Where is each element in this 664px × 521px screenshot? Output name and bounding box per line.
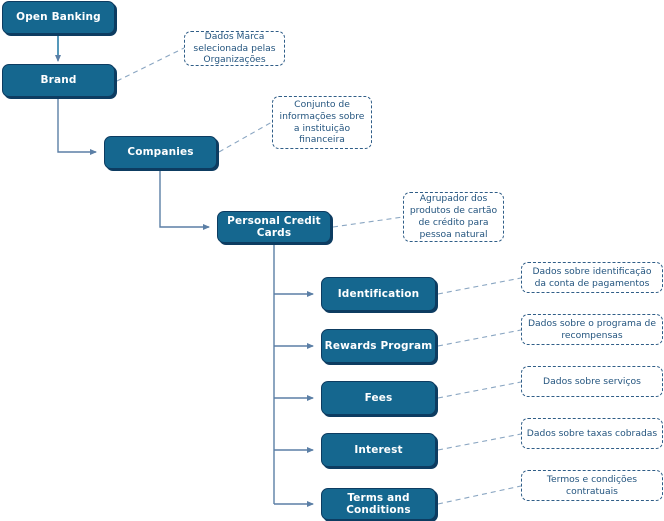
- node-brand[interactable]: Brand: [2, 64, 115, 97]
- note-companies: Conjunto de informações sobre a institui…: [272, 96, 372, 149]
- node-identification[interactable]: Identification: [321, 277, 436, 311]
- leader-terms-and-conditions-note: [437, 485, 522, 505]
- note-personal-credit-cards: Agrupador dos produtos de cartão de créd…: [403, 192, 504, 242]
- node-terms-and-conditions[interactable]: Terms and Conditions: [321, 488, 436, 520]
- leader-rewards-program-note: [437, 329, 522, 347]
- note-fees: Dados sobre serviços: [521, 366, 663, 397]
- connector-companies-to-personal-credit-cards: [159, 169, 210, 230]
- note-rewards-program: Dados sobre o programa de recompensas: [521, 314, 663, 345]
- node-open-banking[interactable]: Open Banking: [2, 1, 115, 34]
- leader-fees-note: [437, 381, 522, 399]
- leader-personal-credit-cards-note: [332, 216, 404, 228]
- node-fees[interactable]: Fees: [321, 381, 436, 415]
- node-rewards-program[interactable]: Rewards Program: [321, 329, 436, 363]
- leader-identification-note: [437, 277, 522, 295]
- note-identification: Dados sobre identificação da conta de pa…: [521, 262, 663, 293]
- node-companies[interactable]: Companies: [104, 136, 217, 169]
- leader-companies-note: [218, 121, 273, 153]
- note-brand: Dados Marca selecionada pelas Organizaçõ…: [184, 31, 285, 66]
- node-personal-credit-cards[interactable]: Personal Credit Cards: [217, 211, 331, 243]
- connector-brand-to-companies: [57, 97, 97, 155]
- leader-interest-note: [437, 433, 522, 451]
- node-interest[interactable]: Interest: [321, 433, 436, 467]
- note-interest: Dados sobre taxas cobradas: [521, 418, 663, 449]
- leader-brand-note: [116, 47, 185, 82]
- note-terms-and-conditions: Termos e condições contratuais: [521, 470, 663, 501]
